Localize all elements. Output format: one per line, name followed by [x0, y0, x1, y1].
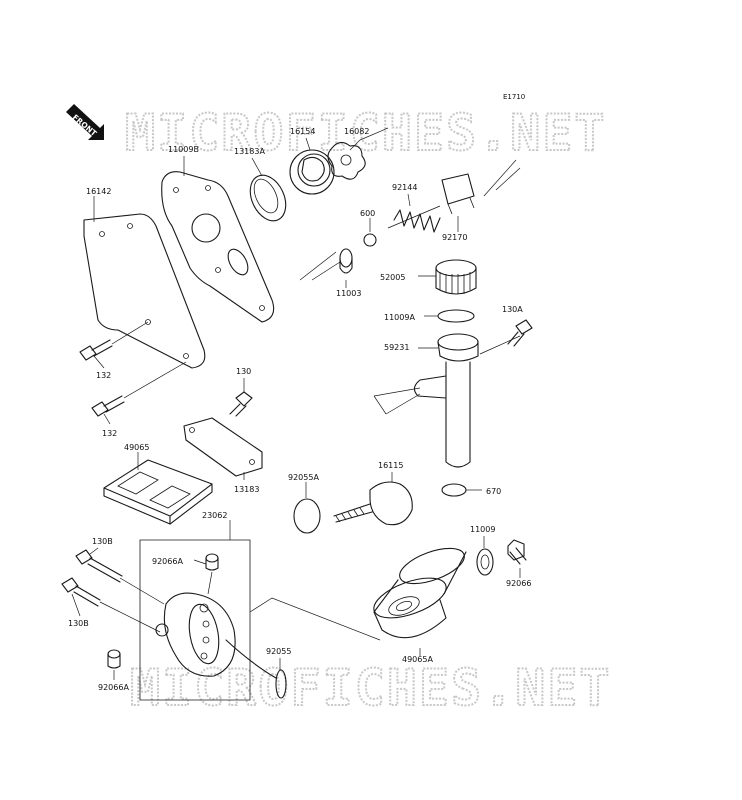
pump-rotor-16154 — [289, 149, 335, 195]
watermark-top: MICROFICHES.NET — [125, 104, 607, 162]
leader-filter-housing — [249, 597, 381, 641]
watermark-bottom: MICROFICHES.NET — [130, 659, 612, 717]
label-130: 130 — [236, 367, 251, 376]
label-130b-bottom: 130B — [68, 619, 89, 628]
label-49065a: 49065A — [402, 655, 433, 664]
bolt-130b-top — [75, 549, 123, 583]
label-132-top: 132 — [96, 371, 111, 380]
bolt-130 — [229, 391, 253, 417]
bolt-130a — [507, 319, 533, 347]
reference-lines-top — [483, 159, 521, 197]
leader-132b — [103, 413, 111, 425]
leader-92066a — [193, 559, 207, 565]
leader-132-top — [111, 321, 149, 345]
leader-130b-top — [119, 577, 165, 605]
label-11009: 11009 — [470, 525, 495, 534]
label-11003: 11003 — [336, 289, 361, 298]
label-670: 670 — [486, 487, 501, 496]
leader-130b-bottom — [99, 601, 161, 633]
label-16142: 16142 — [86, 187, 111, 196]
oring-670 — [441, 483, 467, 497]
filler-tube-59231 — [373, 333, 479, 468]
label-16154: 16154 — [290, 127, 315, 136]
label-49065: 49065 — [124, 443, 149, 452]
leader-132a — [93, 355, 105, 369]
label-92055a: 92055A — [288, 473, 319, 482]
gasket-plate-16142 — [83, 213, 206, 369]
leader-130a — [479, 335, 521, 355]
label-130a: 130A — [502, 305, 523, 314]
label-23062: 23062 — [202, 511, 227, 520]
label-11009a: 11009A — [384, 313, 415, 322]
label-600: 600 — [360, 209, 375, 218]
label-59231: 59231 — [384, 343, 409, 352]
plug-92066 — [507, 539, 527, 565]
sleeve-11003 — [339, 248, 353, 274]
leader-16154 — [305, 137, 311, 151]
oring-92055 — [275, 669, 287, 699]
oring-92055a — [293, 498, 321, 534]
leader-130b-a — [89, 547, 99, 555]
gasket-plate-11009b — [161, 171, 275, 323]
label-92066a-bottom: 92066A — [98, 683, 129, 692]
inner-rotor-16082 — [327, 141, 366, 180]
screen-49065 — [103, 459, 213, 525]
bolt-130b-bottom — [61, 577, 101, 607]
leader-92144 — [407, 193, 411, 207]
label-13183a: 13183A — [234, 147, 265, 156]
oil-filter-49065a — [373, 547, 467, 639]
dipstick-16115 — [333, 481, 413, 526]
leader-13183a — [251, 157, 263, 177]
leader-92066a-top — [207, 571, 213, 595]
leader-130b-b — [71, 593, 81, 617]
label-92066: 92066 — [506, 579, 531, 588]
washer-11009 — [476, 548, 494, 576]
label-92170: 92170 — [442, 233, 467, 242]
label-92144: 92144 — [392, 183, 417, 192]
plate-13183 — [183, 417, 263, 477]
leader-16082 — [349, 127, 389, 151]
front-arrow-icon: FRONT — [66, 104, 104, 140]
diagram-code: E1710 — [503, 93, 525, 101]
bolt-132-top — [79, 339, 113, 361]
bolt-132-bottom — [91, 395, 125, 417]
plug-92066a-top — [205, 553, 219, 571]
label-16082: 16082 — [344, 127, 369, 136]
label-13183: 13183 — [234, 485, 259, 494]
filler-cap-52005 — [435, 259, 477, 295]
spring-92144 — [387, 205, 441, 233]
label-11009b: 11009B — [168, 145, 199, 154]
plug-92066a-bottom — [107, 649, 121, 669]
label-130b-top: 130B — [92, 537, 113, 546]
leader-132-bottom — [123, 361, 187, 399]
ball-600 — [363, 233, 377, 247]
pump-housing-23062 — [155, 592, 277, 679]
oring-11009a — [437, 309, 475, 323]
label-132-bottom: 132 — [102, 429, 117, 438]
bracket-92170 — [441, 173, 475, 215]
label-52005: 52005 — [380, 273, 405, 282]
strainer-13183a — [249, 174, 287, 222]
label-16115: 16115 — [378, 461, 403, 470]
label-92055: 92055 — [266, 647, 291, 656]
reference-lines-mid — [299, 251, 341, 281]
housing-group-box — [139, 539, 251, 701]
label-92066a-top: 92066A — [152, 557, 183, 566]
